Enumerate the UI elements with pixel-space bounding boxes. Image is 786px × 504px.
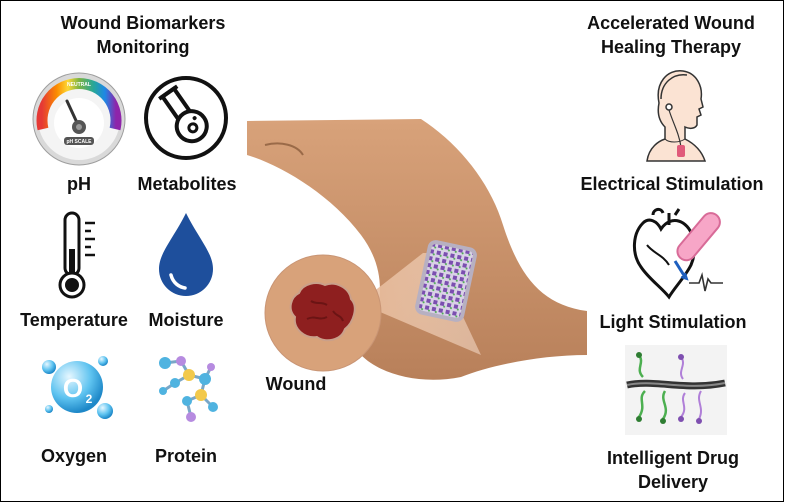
thermometer-icon [49, 209, 105, 301]
left-title-line2: Monitoring [96, 37, 190, 57]
heart-light-icon [623, 205, 727, 301]
metabolites-label: Metabolites [137, 174, 237, 194]
moisture-label: Moisture [148, 310, 224, 330]
protein-label: Protein [154, 446, 217, 466]
left-title-line1: Wound Biomarkers [60, 13, 226, 33]
oxygen-molecule-icon: O 2 [37, 347, 117, 427]
arm-illustration [241, 115, 587, 385]
electrical-stimulation-label: Electrical Stimulation [580, 174, 764, 194]
gauge-neutral-label: NEUTRAL [67, 82, 91, 88]
temperature-label: Temperature [20, 310, 128, 330]
head-electrode-icon [639, 63, 709, 163]
ph-label: pH [67, 174, 91, 194]
drug-delivery-label-line1: Intelligent Drug [607, 448, 739, 468]
light-stimulation-label: Light Stimulation [599, 312, 747, 332]
right-title-line1: Accelerated Wound [587, 13, 755, 33]
wound-label: Wound [265, 374, 327, 394]
gauge-scale-label: pH SCALE [67, 139, 93, 145]
protein-molecule-icon [151, 347, 227, 427]
ph-meter-icon: NEUTRAL pH SCALE [31, 71, 127, 167]
oxygen-subscript: 2 [86, 392, 93, 406]
oxygen-label: Oxygen [40, 446, 108, 466]
flask-icon [141, 73, 231, 163]
right-title-line2: Healing Therapy [600, 37, 742, 57]
water-drop-icon [153, 209, 219, 299]
oxygen-symbol: O [63, 373, 83, 403]
drug-delivery-label-line2: Delivery [637, 472, 709, 492]
drug-delivery-icon [625, 345, 727, 435]
